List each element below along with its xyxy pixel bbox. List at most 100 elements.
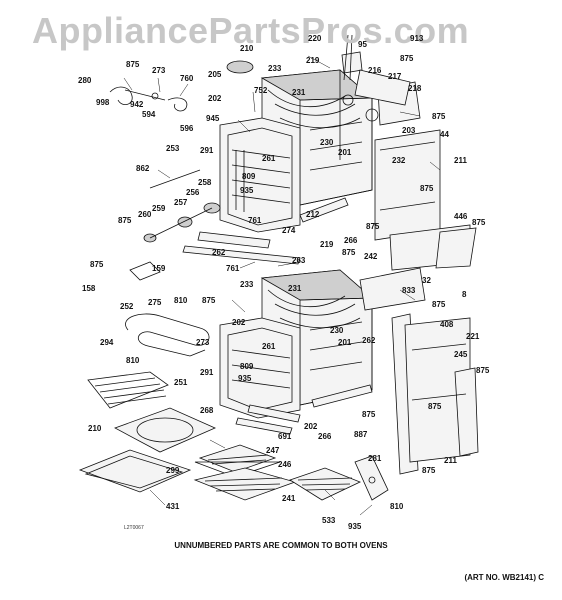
- callout-label: 875: [90, 260, 104, 269]
- top-vent-duct: [341, 34, 411, 106]
- callout-label: 875: [362, 410, 376, 419]
- callout-label: 158: [82, 284, 96, 293]
- callout-label: 810: [390, 502, 404, 511]
- callout-label: 242: [364, 252, 378, 261]
- callout-label: 258: [198, 178, 212, 187]
- bake-element: [125, 313, 210, 357]
- callout-label: 266: [344, 236, 358, 245]
- callout-label: 596: [180, 124, 194, 133]
- oven-rack-left: [193, 467, 297, 501]
- callout-label: 935: [238, 374, 252, 383]
- footnote-caption: UNNUMBERED PARTS ARE COMMON TO BOTH OVEN…: [174, 541, 388, 550]
- callout-label: 262: [362, 336, 376, 345]
- callout-label: 210: [240, 44, 254, 53]
- callout-label: 217: [388, 72, 402, 81]
- wiring-harness-top: [109, 86, 188, 112]
- callout-label: 945: [206, 114, 220, 123]
- callout-label: 211: [444, 456, 457, 465]
- callout-label: 231: [292, 88, 306, 97]
- upper-oven-front-frame: [219, 117, 301, 233]
- callout-label: 268: [200, 406, 214, 415]
- callout-label: 221: [466, 332, 480, 341]
- callout-label: 299: [166, 466, 180, 475]
- upper-trim-strips: [182, 197, 349, 265]
- rod-part: [149, 169, 201, 189]
- callout-label: 8: [462, 290, 467, 299]
- broil-pan-insert: [114, 407, 216, 453]
- callout-label: 281: [368, 454, 382, 463]
- callout-label: 887: [354, 430, 368, 439]
- callout-label: 875: [422, 466, 436, 475]
- callout-label: 875: [400, 54, 414, 63]
- callout-label: 875: [420, 184, 434, 193]
- callout-label: 246: [278, 460, 292, 469]
- callout-label: 245: [454, 350, 468, 359]
- callout-label: 761: [226, 264, 240, 273]
- callout-label: 875: [432, 112, 446, 121]
- callout-label: 219: [320, 240, 334, 249]
- callout-label: 201: [338, 338, 352, 347]
- callout-label: 760: [180, 74, 194, 83]
- callout-label: 809: [240, 362, 254, 371]
- callout-label: 266: [318, 432, 332, 441]
- lower-trim-strips: [235, 384, 373, 435]
- callout-label: 251: [174, 378, 188, 387]
- watermark: AppliancePartsPros.com: [32, 10, 470, 51]
- callout-label: 752: [254, 86, 268, 95]
- drawing-stamp: L2T0067: [124, 525, 144, 531]
- callout-label: 691: [278, 432, 292, 441]
- callout-label: 273: [196, 338, 210, 347]
- callout-label: 875: [342, 248, 356, 257]
- callout-label: 294: [100, 338, 114, 347]
- callout-label: 446: [454, 212, 468, 221]
- callout-label: 232: [392, 156, 406, 165]
- callout-label: 761: [248, 216, 262, 225]
- callout-label: 273: [152, 66, 166, 75]
- callout-label: 875: [366, 222, 380, 231]
- callout-label: 942: [130, 100, 144, 109]
- callout-label: 257: [174, 198, 188, 207]
- callout-label: 233: [268, 64, 282, 73]
- callout-label: 220: [308, 34, 322, 43]
- callout-label: 44: [440, 130, 449, 139]
- callout-label: 259: [152, 204, 166, 213]
- callout-label: 261: [262, 342, 276, 351]
- callout-label: 875: [472, 218, 486, 227]
- callout-label: 833: [402, 286, 416, 295]
- callout-label: 262: [212, 248, 226, 257]
- callout-label: 291: [200, 368, 214, 377]
- callout-label: 260: [138, 210, 152, 219]
- oven-rack-right: [289, 467, 361, 501]
- callout-label: 95: [358, 40, 367, 49]
- callout-label: 810: [174, 296, 188, 305]
- callout-label: 875: [476, 366, 490, 375]
- rear-panels-upper: [389, 224, 477, 271]
- callout-label: 408: [440, 320, 454, 329]
- callout-label: 230: [320, 138, 334, 147]
- element-cap: [226, 60, 254, 74]
- drip-tray: [78, 449, 192, 493]
- callout-label: 274: [282, 226, 296, 235]
- callout-label: 875: [432, 300, 446, 309]
- callout-label: 291: [200, 146, 214, 155]
- callout-label: 219: [306, 56, 320, 65]
- callout-label: 533: [322, 516, 336, 525]
- callout-label: 256: [186, 188, 200, 197]
- broil-pan: [194, 444, 281, 478]
- broil-element: [87, 371, 169, 409]
- callout-label: 159: [152, 264, 166, 273]
- lower-oven-front-frame: [219, 317, 301, 419]
- callout-label: 201: [338, 148, 352, 157]
- callout-label: 810: [126, 356, 140, 365]
- callout-label: 216: [368, 66, 382, 75]
- callout-label: 594: [142, 110, 156, 119]
- callout-label: 202: [304, 422, 318, 431]
- leader-lines: [123, 55, 441, 516]
- callout-label: 202: [232, 318, 246, 327]
- callout-label: 431: [166, 502, 180, 511]
- callout-label: 233: [240, 280, 254, 289]
- callout-label: 998: [96, 98, 110, 107]
- callout-label: 252: [120, 302, 134, 311]
- callout-label: 231: [288, 284, 302, 293]
